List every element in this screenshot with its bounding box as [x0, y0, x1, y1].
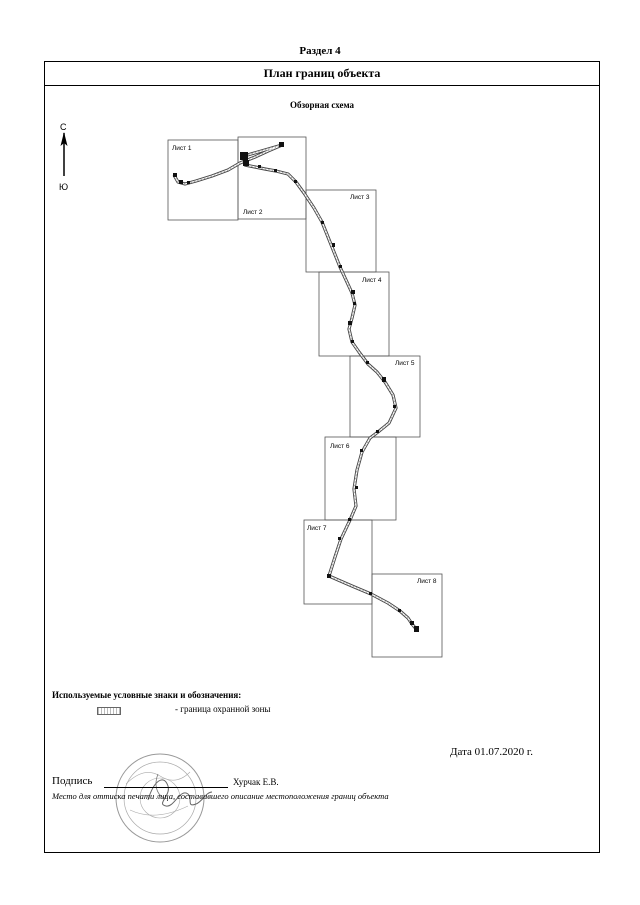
sheet-label: Лист 6 [330, 443, 350, 450]
date-text: Дата 01.07.2020 г. [450, 746, 533, 758]
scheme-title: Обзорная схема [289, 100, 355, 110]
sheet-label: Лист 8 [417, 578, 437, 585]
sheet-3-frame [305, 189, 377, 273]
sheet-label: Лист 7 [307, 525, 327, 532]
protection-zone-boundary [172, 142, 419, 632]
stamp-caption: Место для оттиска печати лица, составивш… [52, 791, 389, 801]
compass-arrow-icon [60, 132, 68, 176]
signature-line [104, 787, 228, 788]
compass-south-label: Ю [59, 182, 68, 192]
sheet-label: Лист 1 [172, 145, 192, 152]
sheet-label: Лист 3 [350, 194, 370, 201]
sheet-label: Лист 4 [362, 277, 382, 284]
sheet-label: Лист 2 [243, 209, 263, 216]
legend-item-label: - граница охранной зоны [175, 704, 271, 714]
page-frame [44, 61, 600, 853]
sheet-8-frame [371, 573, 443, 658]
legend-boundary-symbol [97, 707, 121, 715]
sheet-2-frame [237, 136, 307, 220]
compass-north-label: С [60, 122, 67, 132]
signature-label: Подпись [52, 775, 93, 787]
section-title: Раздел 4 [299, 45, 341, 57]
sheet-label: Лист 5 [395, 360, 415, 367]
legend-title: Используемые условные знаки и обозначени… [52, 690, 242, 700]
frame-header: План границ объекта [44, 61, 600, 86]
signatory-name: Хурчак Е.В. [233, 777, 279, 787]
sheet-7-frame [303, 519, 373, 605]
seal-stamp-icon [115, 753, 213, 843]
